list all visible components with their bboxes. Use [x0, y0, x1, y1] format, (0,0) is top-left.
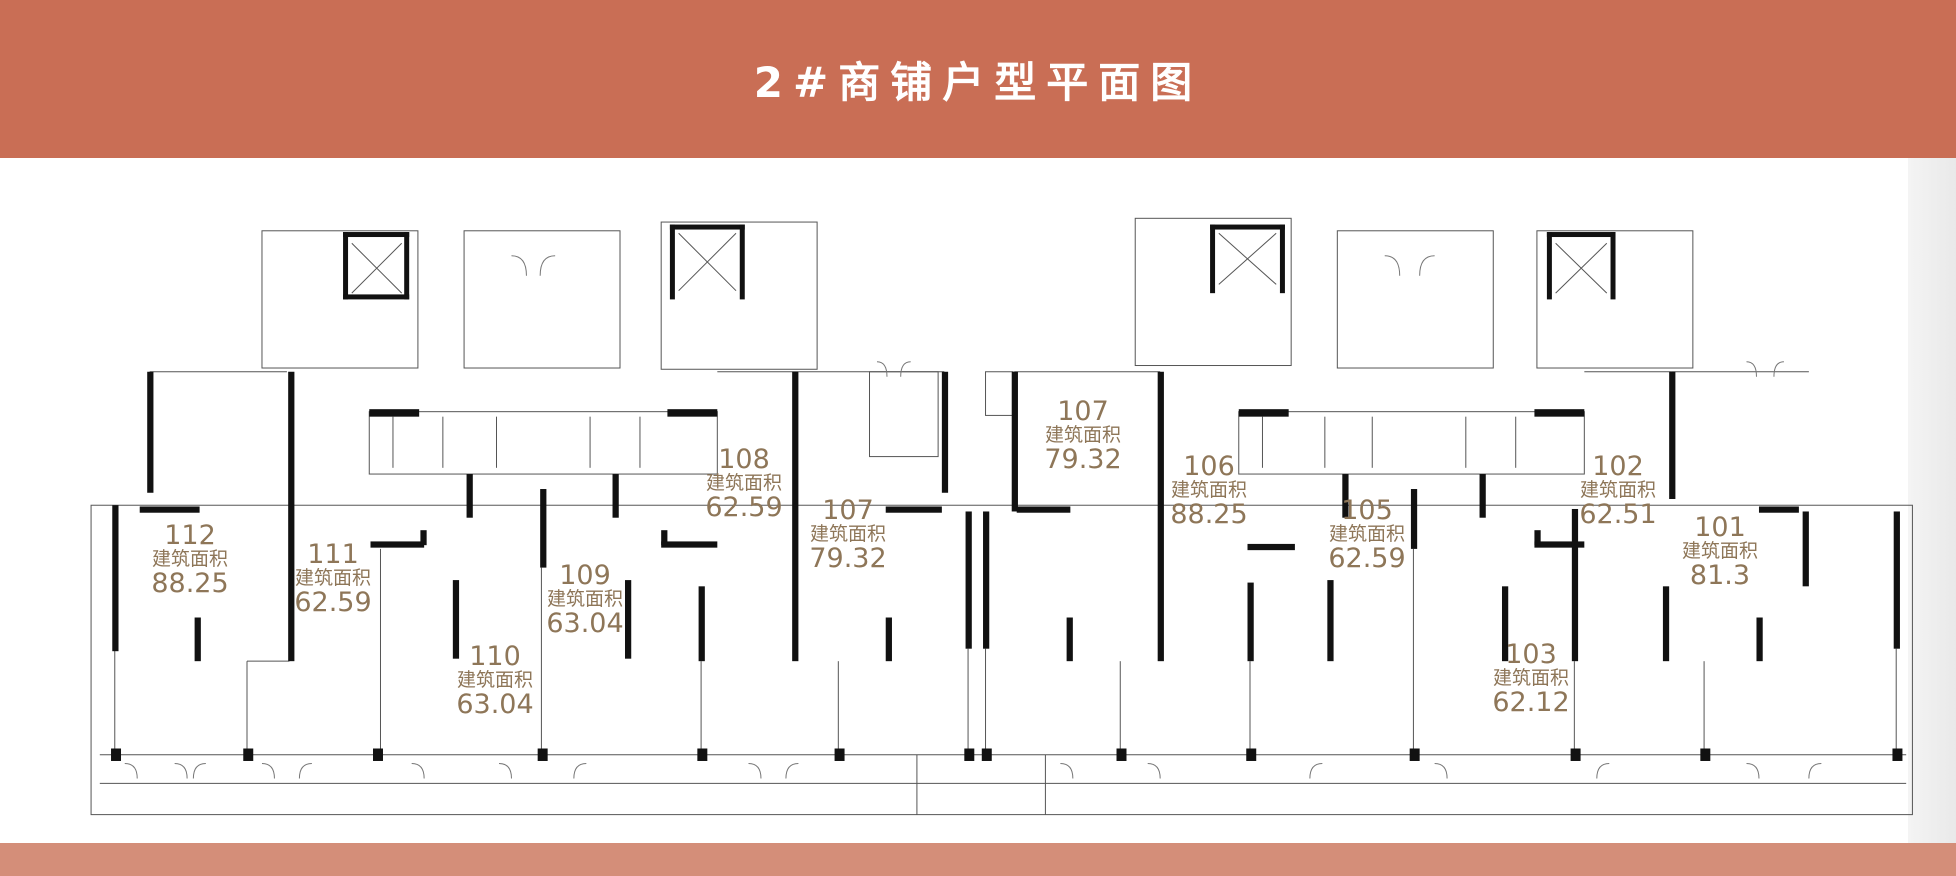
area-label: 建筑面积	[151, 548, 229, 571]
unit-area: 63.04	[546, 608, 624, 640]
area-label: 建筑面积	[1579, 479, 1657, 502]
area-label: 建筑面积	[294, 567, 372, 590]
area-label: 建筑面积	[1170, 479, 1248, 502]
page-title: 2#商铺户型平面图	[753, 57, 1203, 107]
area-label: 建筑面积	[1492, 667, 1570, 690]
unit-number: 102	[1592, 451, 1644, 482]
unit-area: 79.32	[809, 543, 887, 575]
area-label: 建筑面积	[705, 472, 783, 495]
unit-number: 109	[559, 560, 611, 591]
unit-area: 62.12	[1492, 687, 1570, 719]
unit-number: 111	[307, 539, 359, 570]
unit-number: 101	[1694, 512, 1746, 543]
unit-area: 62.59	[1328, 543, 1406, 575]
area-label: 建筑面积	[546, 588, 624, 611]
unit-number: 105	[1341, 495, 1393, 526]
area-label: 建筑面积	[1044, 424, 1122, 447]
area-label: 建筑面积	[809, 523, 887, 546]
unit-area: 88.25	[151, 568, 229, 600]
unit-area: 62.51	[1579, 499, 1657, 531]
unit-area: 63.04	[456, 689, 534, 721]
unit-area: 62.59	[294, 587, 372, 619]
area-label: 建筑面积	[1328, 523, 1406, 546]
unit-area: 79.32	[1044, 444, 1122, 476]
unit-number: 112	[164, 520, 216, 551]
unit-number: 107	[1057, 396, 1109, 427]
unit-area: 88.25	[1170, 499, 1248, 531]
page-footer-bar	[0, 843, 1956, 876]
walls	[111, 224, 1903, 761]
page-header: 2#商铺户型平面图	[0, 0, 1956, 158]
area-label: 建筑面积	[1681, 540, 1759, 563]
unit-number: 103	[1505, 639, 1557, 670]
page-edge-shadow	[1908, 158, 1956, 843]
unit-area: 62.59	[705, 492, 783, 524]
unit-area: 81.3	[1689, 560, 1751, 592]
unit-number: 107	[822, 495, 874, 526]
area-label: 建筑面积	[456, 669, 534, 692]
unit-number: 108	[718, 444, 770, 475]
site-boundary	[90, 504, 1913, 816]
unit-number: 106	[1183, 451, 1235, 482]
unit-number: 110	[469, 641, 521, 672]
